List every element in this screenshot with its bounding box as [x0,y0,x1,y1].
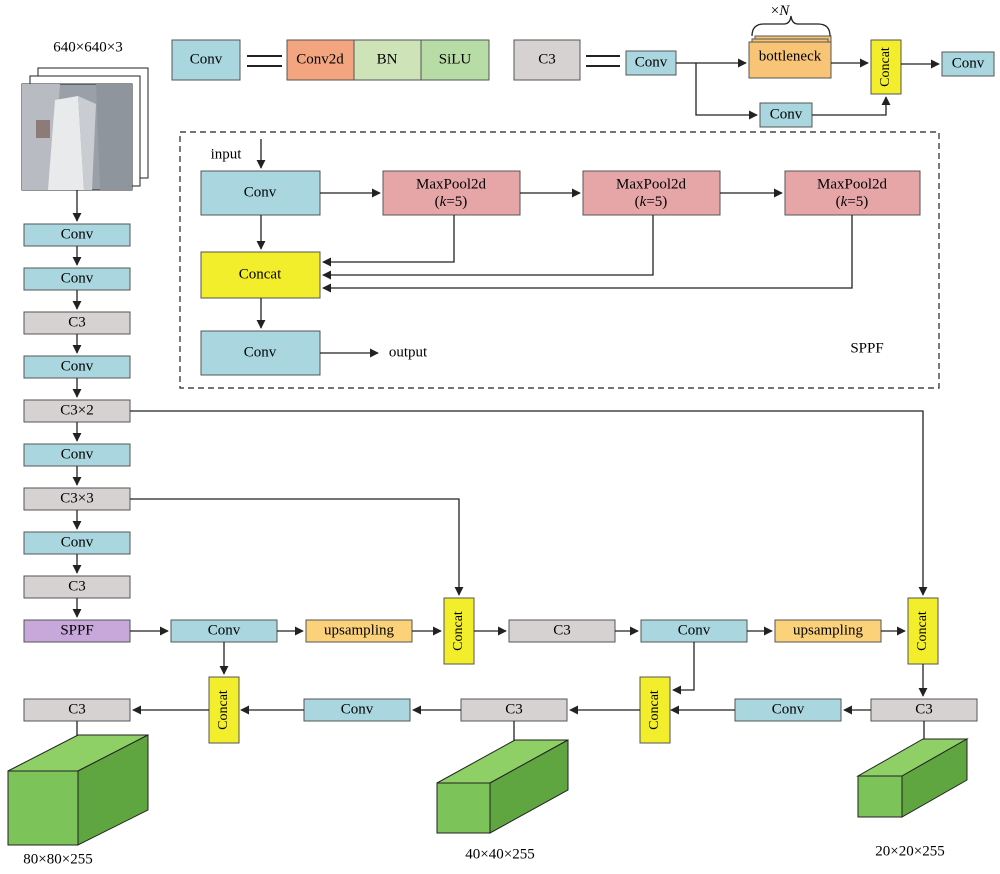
legend-bn-label: BN [377,51,398,67]
svg-text:Concat: Concat [915,611,930,651]
output-mid: 40×40×255 [436,721,569,862]
svg-text:Conv: Conv [772,701,805,717]
sppf-maxpool-1 [382,170,521,216]
svg-text:Conv: Conv [341,701,374,717]
svg-text:C3: C3 [68,578,86,594]
legend-silu-box [420,39,490,81]
svg-text:Conv: Conv [770,106,803,122]
svg-text:C3×2: C3×2 [60,402,93,418]
svg-text:Conv: Conv [61,270,94,286]
legend-bn-box [353,39,422,81]
svg-text:Conv: Conv [61,358,94,374]
sppf-output-label: output [389,344,428,360]
svg-text:Concat: Concat [647,690,662,730]
svg-text:Concat: Concat [239,266,282,282]
svg-text:Conv: Conv [635,54,668,70]
sppf-maxpool-2 [582,170,721,216]
sppf-conv-out [200,330,321,376]
svg-text:SPPF: SPPF [60,622,93,638]
svg-text:Conv: Conv [952,55,985,71]
legend-silu-label: SiLU [439,51,472,67]
legend-conv2d-label: Conv2d [296,51,344,67]
output-large: 20×20×255 [856,721,969,859]
legend-c3-conv-side [759,102,813,128]
svg-text:upsampling: upsampling [324,622,394,638]
legend-conv2d-box [286,39,355,81]
svg-text:Concat: Concat [451,611,466,651]
svg-text:upsampling: upsampling [793,622,863,638]
legend-c3-conv-in [625,50,677,76]
svg-text:C3: C3 [68,314,86,330]
svg-text:Conv: Conv [244,184,277,200]
svg-text:Conv: Conv [61,226,94,242]
svg-text:C3: C3 [553,622,571,638]
legend-c3-concat [870,39,902,95]
svg-text:Conv: Conv [244,344,277,360]
output-small: 80×80×255 [7,721,149,867]
sppf-conv-in [200,170,321,216]
sppf-input-label: input [211,146,243,162]
svg-text:MaxPool2d: MaxPool2d [817,176,888,192]
svg-text:MaxPool2d: MaxPool2d [416,176,487,192]
legend-conv-label: Conv [190,51,223,67]
output-mid-cube [436,782,491,834]
sppf-title: SPPF [850,340,883,356]
legend-c3-conv-out [941,51,995,77]
sppf-maxpool-1-param: (k=5) [435,194,468,210]
sppf-maxpool-3-param: (k=5) [836,194,869,210]
svg-text:Concat: Concat [216,690,231,730]
svg-text:bottleneck: bottleneck [759,48,822,64]
svg-text:Conv: Conv [61,446,94,462]
output-mid-dims: 40×40×255 [465,846,534,862]
backbone: Conv Conv C3 Conv C3×2 Conv C3×3 Conv C3… [23,190,131,643]
svg-text:C3: C3 [505,701,523,717]
sppf-maxpool-3 [784,170,921,216]
head-concat-2 [907,597,939,665]
input-photo [21,83,133,191]
sppf-detail: input Conv MaxPool2d (k=5) MaxPool2d (k=… [179,131,940,389]
svg-text:Conv: Conv [208,622,241,638]
output-small-dims: 80×80×255 [23,851,92,867]
svg-text:MaxPool2d: MaxPool2d [616,176,687,192]
head-concat-4 [208,676,240,744]
output-large-dims: 20×20×255 [875,843,944,859]
input-dims-label: 640×640×3 [53,39,122,55]
svg-text:C3: C3 [68,701,86,717]
legend-conv-box [171,39,241,81]
legend-c3-times-n: ×N [771,3,790,19]
sppf-concat [200,251,321,299]
head-concat-3 [639,676,671,744]
sppf-dashed-frame [179,131,940,389]
svg-text:C3: C3 [915,701,933,717]
svg-text:Conv: Conv [678,622,711,638]
legend-c3-box [513,39,581,81]
head: Conv upsampling Concat C3 Conv upsamplin… [23,410,978,744]
output-large-cube [857,775,903,818]
output-small-cube [7,770,79,846]
legend-c3-bottleneck [748,41,832,79]
svg-text:C3×3: C3×3 [60,490,93,506]
legend-conv: Conv Conv2d BN SiLU [171,39,490,81]
legend-c3: C3 Conv bottleneck ×N Concat Conv Conv [513,3,995,128]
svg-text:Concat: Concat [878,47,893,87]
svg-text:Conv: Conv [61,534,94,550]
sppf-maxpool-2-param: (k=5) [635,194,668,210]
input-image-stack: 640×640×3 [21,39,149,191]
legend-c3-label: C3 [538,51,556,67]
